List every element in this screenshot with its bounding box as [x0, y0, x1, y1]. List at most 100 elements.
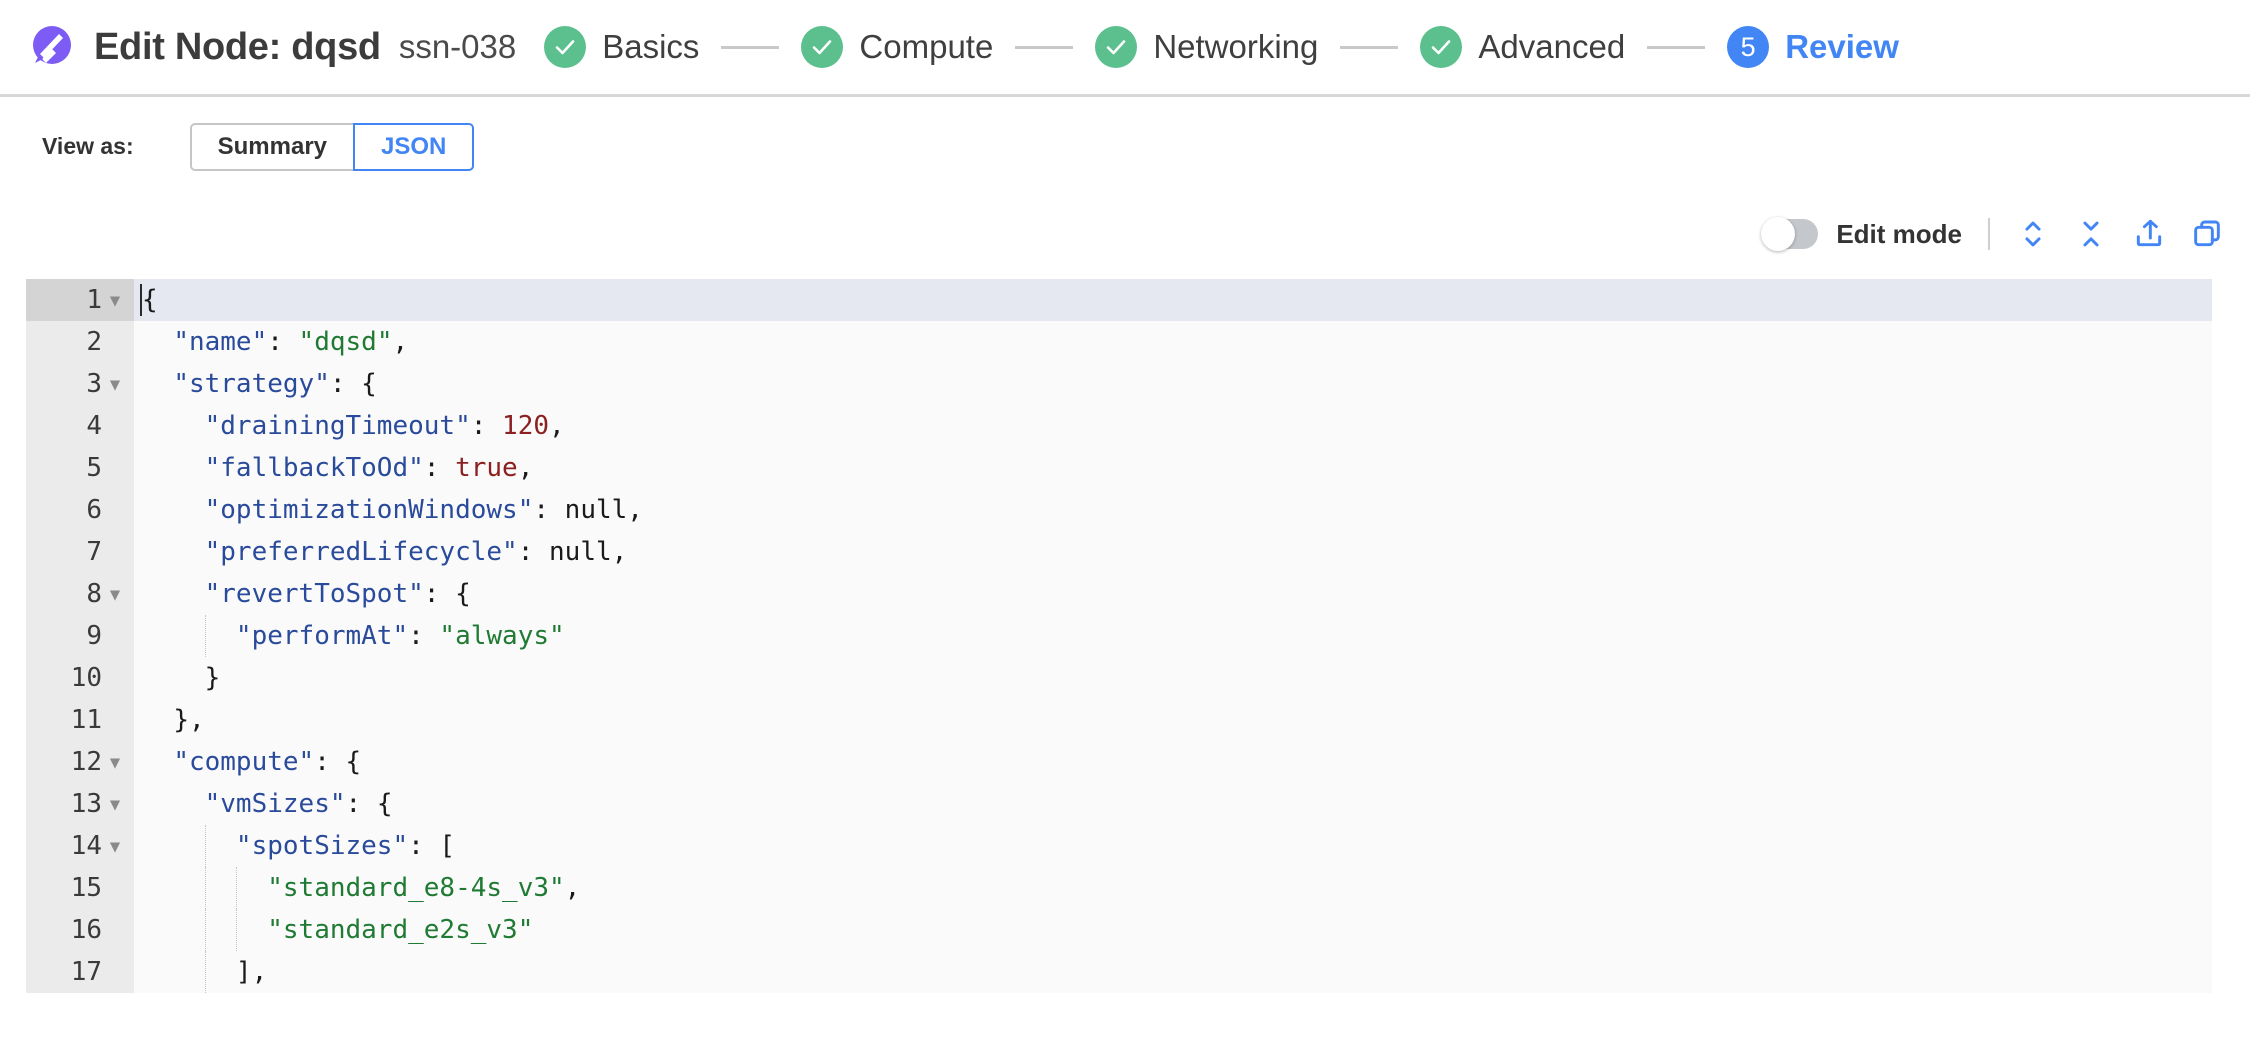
token-str: "dqsd" — [298, 327, 393, 357]
token-punc: : { — [345, 789, 393, 819]
indent-guide — [235, 867, 237, 909]
code-text: "strategy": { — [134, 363, 2212, 405]
indent-space — [142, 621, 236, 651]
step-networking-label: Networking — [1153, 28, 1319, 65]
code-text: "compute": { — [134, 741, 2212, 783]
step-connector — [1647, 45, 1706, 49]
expand-all-icon[interactable] — [2016, 217, 2050, 251]
check-icon — [1432, 40, 1451, 55]
line-number: 7 — [86, 537, 102, 567]
code-line[interactable]: 6 "optimizationWindows": null, — [26, 489, 2212, 531]
code-line[interactable]: 5 "fallbackToOd": true, — [26, 447, 2212, 489]
code-lines-container: 1▼{2 "name": "dqsd",3▼ "strategy": {4 "d… — [26, 279, 2212, 993]
code-line[interactable]: 10 } — [26, 657, 2212, 699]
fold-arrow-icon[interactable]: ▼ — [109, 584, 121, 605]
step-advanced[interactable]: Advanced — [1420, 26, 1625, 68]
token-key: "revertToSpot" — [204, 579, 424, 609]
fold-arrow-icon[interactable]: ▼ — [109, 290, 121, 311]
code-line[interactable]: 9 "performAt": "always" — [26, 615, 2212, 657]
token-key: "compute" — [173, 747, 315, 777]
code-line[interactable]: 8 ▼ "revertToSpot": { — [26, 573, 2212, 615]
step-compute-label: Compute — [859, 28, 994, 65]
json-code-editor[interactable]: 1▼{2 "name": "dqsd",3▼ "strategy": {4 "d… — [26, 279, 2212, 993]
line-number-gutter: 13▼ — [26, 783, 134, 825]
code-line[interactable]: 14▼ "spotSizes": [ — [26, 825, 2212, 867]
code-line[interactable]: 2 "name": "dqsd", — [26, 321, 2212, 363]
indent-space — [142, 369, 173, 399]
indent-guide — [204, 825, 206, 867]
line-number: 17 — [70, 957, 102, 987]
token-num: 120 — [502, 411, 550, 441]
code-line[interactable]: 3 ▼ "strategy": { — [26, 363, 2212, 405]
line-number-gutter: 6 — [26, 489, 134, 531]
line-number-gutter: 2 — [26, 321, 134, 363]
step-networking-circle — [1095, 26, 1138, 68]
fold-arrow-icon[interactable]: ▼ — [109, 374, 121, 395]
indent-space — [142, 327, 173, 357]
step-advanced-label: Advanced — [1478, 28, 1626, 65]
line-number: 3 — [86, 369, 102, 399]
code-text: "spotSizes": [ — [134, 825, 2212, 867]
rocket-logo-icon — [26, 24, 72, 70]
code-text: "revertToSpot": { — [134, 573, 2212, 615]
view-as-label: View as: — [42, 133, 134, 159]
view-as-summary-button[interactable]: Summary — [189, 122, 354, 171]
indent-guide — [204, 951, 206, 993]
export-icon[interactable] — [2132, 217, 2166, 251]
token-punc: : — [517, 537, 550, 567]
page-title: Edit Node: dqsd — [94, 25, 381, 68]
token-bool: true — [455, 453, 518, 483]
fold-arrow-icon[interactable]: ▼ — [109, 794, 121, 815]
editor-toolbar: Edit mode — [0, 203, 2250, 265]
fold-arrow-icon[interactable]: ▼ — [109, 836, 121, 857]
edit-mode-label: Edit mode — [1836, 218, 1962, 249]
line-number-gutter: 12 ▼ — [26, 741, 134, 783]
code-text: "standard_e2s_v3" — [134, 909, 2212, 951]
check-icon — [555, 40, 575, 55]
indent-guide — [204, 909, 206, 951]
code-text: "preferredLifecycle": null, — [134, 531, 2212, 573]
step-basics-circle — [544, 26, 587, 68]
code-line[interactable]: 12 ▼ "compute": { — [26, 741, 2212, 783]
code-line[interactable]: 16 "standard_e2s_v3" — [26, 909, 2212, 951]
code-line[interactable]: 1▼{ — [26, 279, 2212, 321]
code-line[interactable]: 13▼ "vmSizes": { — [26, 783, 2212, 825]
code-text: "drainingTimeout": 120, — [134, 405, 2212, 447]
code-line[interactable]: 4 "drainingTimeout": 120, — [26, 405, 2212, 447]
line-number: 5 — [86, 453, 102, 483]
line-number: 9 — [86, 621, 102, 651]
line-number-gutter: 15 — [26, 867, 134, 909]
token-key: "name" — [173, 327, 268, 357]
fold-arrow-icon[interactable]: ▼ — [109, 752, 121, 773]
token-key: "performAt" — [235, 621, 409, 651]
line-number: 4 — [86, 411, 102, 441]
token-punc: : { — [329, 369, 377, 399]
code-line[interactable]: 17 ], — [26, 951, 2212, 993]
code-line[interactable]: 15 "standard_e8-4s_v3", — [26, 867, 2212, 909]
view-as-json-button[interactable]: JSON — [353, 122, 475, 171]
wizard-stepper: Basics Compute Networking — [544, 26, 1899, 68]
step-basics[interactable]: Basics — [544, 26, 699, 68]
line-number: 6 — [86, 495, 102, 525]
line-number: 12 — [70, 747, 102, 777]
step-review[interactable]: 5 Review — [1727, 26, 1899, 68]
code-line[interactable]: 11 }, — [26, 699, 2212, 741]
step-networking[interactable]: Networking — [1095, 26, 1318, 68]
step-review-circle: 5 — [1727, 26, 1770, 68]
indent-guide — [204, 867, 206, 909]
code-text: } — [134, 657, 2212, 699]
line-number-gutter: 9 — [26, 615, 134, 657]
collapse-all-icon[interactable] — [2074, 217, 2108, 251]
indent-space — [142, 537, 205, 567]
step-connector — [721, 45, 780, 49]
token-key: "optimizationWindows" — [204, 495, 534, 525]
code-line[interactable]: 7 "preferredLifecycle": null, — [26, 531, 2212, 573]
step-compute[interactable]: Compute — [801, 26, 993, 68]
indent-space — [142, 495, 205, 525]
token-punc: , — [549, 411, 565, 441]
token-punc: , — [627, 495, 643, 525]
line-number: 8 — [86, 579, 102, 609]
token-punc: , — [392, 327, 409, 357]
edit-mode-toggle[interactable] — [1761, 217, 1819, 251]
copy-icon[interactable] — [2190, 217, 2224, 251]
